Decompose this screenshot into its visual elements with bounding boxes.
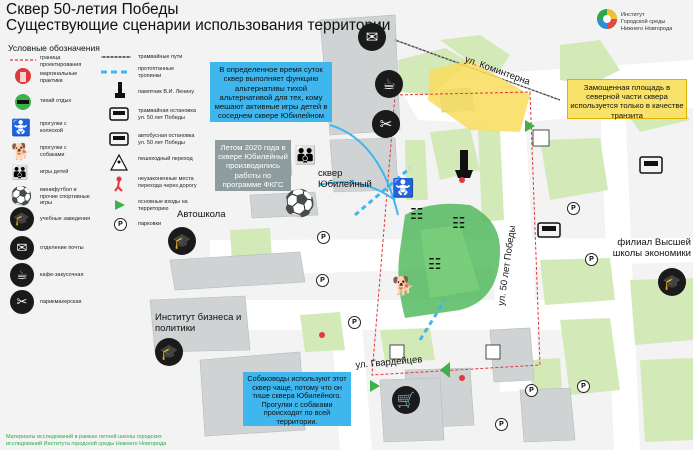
legend-label-cafe: кафе-закусочная xyxy=(40,272,84,278)
parking-icon: P xyxy=(114,218,127,231)
kids-icon: 👪 xyxy=(11,164,29,180)
place-label-autoschool: Автошкола xyxy=(177,209,226,220)
parking-marker: P xyxy=(495,418,508,431)
stroller-icon: 🚼 xyxy=(11,120,31,137)
paved-plaza-zone xyxy=(428,60,530,132)
parking-marker: P xyxy=(317,231,330,244)
callout-quiet-alternative: В определенное время суток сквер выполня… xyxy=(210,62,332,122)
map-tram-stop-icon xyxy=(639,156,663,174)
place-label-hse: филиал Высшей школы экономики xyxy=(612,237,691,259)
logo-icon xyxy=(597,9,617,29)
callout-fkgs-works: Летом 2020 года в сквере Юбилейный произ… xyxy=(215,140,291,191)
legend-label-dogs: прогулки с собаками xyxy=(40,145,67,158)
parking-marker: P xyxy=(567,202,580,215)
tram-track-line-icon xyxy=(101,56,131,58)
map-kids-icon: 👪 xyxy=(294,145,317,165)
legend-label-post: отделение почты xyxy=(40,245,84,251)
map-stroller-icon: 🚼 xyxy=(392,178,415,198)
legend-label-tram-stop: трамвайная остановка ул. 50 лет Победы xyxy=(138,108,196,121)
legend-label-schools: учебные заведения xyxy=(40,216,91,222)
legend-label-bus-stop: автобусная остановка ул. 50 лет Победы xyxy=(138,133,195,146)
map-shop-icon: 🛒 xyxy=(392,386,420,414)
parking-marker: P xyxy=(348,316,361,329)
illegal-crossing-icons xyxy=(319,177,465,381)
legend-label-sports: минифутбол и прочие спортивные игры xyxy=(40,187,90,206)
map-cafe-icon: ☕ xyxy=(375,70,403,98)
parking-marker: P xyxy=(585,253,598,266)
place-label-yubileyny: сквер Юбилейный xyxy=(318,168,372,190)
parking-marker: P xyxy=(577,380,590,393)
map-bench-icon-1: ☷ xyxy=(410,206,424,223)
logo-text: Институт Городской среды Нижнего Новгоро… xyxy=(621,12,672,33)
walker-red-icon xyxy=(114,176,123,192)
legend-label-illegal-crossing: неузаконенные места перехода через дорог… xyxy=(138,176,197,189)
map-bench-icon-3: ☷ xyxy=(428,256,442,273)
vegetation-patches xyxy=(230,35,693,442)
scissors-icon: ✂ xyxy=(10,290,34,314)
blue-dashed-line-icon xyxy=(101,70,131,74)
map-post-office-icon: ✉ xyxy=(358,23,386,51)
map-soccer-ball-icon: ⚽ xyxy=(283,188,316,218)
title-line-2: Существующие сценарии использования терр… xyxy=(6,17,391,34)
map-bus-stop-icon xyxy=(537,222,561,238)
footer-note: Материалы исследований в рамках летней ш… xyxy=(6,434,166,448)
logo-line-1: Институт xyxy=(621,12,645,18)
soccer-ball-icon: ⚽ xyxy=(10,186,33,206)
legend-label-boundary: граница проектирования xyxy=(40,55,82,68)
logo-line-3: Нижнего Новгорода xyxy=(621,26,673,32)
project-boundary xyxy=(371,91,541,376)
tram-icon xyxy=(109,107,129,121)
parking-marker: P xyxy=(525,384,538,397)
legend-label-paths: протоптанные тропинки xyxy=(138,66,175,79)
crosswalks xyxy=(389,129,550,360)
graduation-cap-icon: 🎓 xyxy=(10,207,34,231)
cup-icon: ☕ xyxy=(10,263,34,287)
page-title: Сквер 50-летия Победы Существующие сцена… xyxy=(6,2,390,34)
legend-label-stroller: прогулки с коляской xyxy=(40,121,67,134)
parking-marker: P xyxy=(316,274,329,287)
quiet-rest-zone-inner xyxy=(420,225,480,298)
crosswalk-icon xyxy=(110,154,128,171)
callout-arrows xyxy=(319,124,399,216)
logo-line-2: Городской среды xyxy=(621,19,666,25)
map-dog-icon: 🐕 xyxy=(392,276,415,296)
monument-icon xyxy=(115,82,125,98)
map-institute-icon: 🎓 xyxy=(155,338,183,366)
map-hse-icon: 🎓 xyxy=(658,268,686,296)
green-triangle-icon xyxy=(115,200,125,210)
legend-label-quiet-rest: тихий отдых xyxy=(40,98,72,104)
legend-label-tram-track: трамвайные пути xyxy=(138,54,183,60)
footer-line-2: исследований Института городской среды Н… xyxy=(6,441,167,447)
footer-line-1: Материалы исследований в рамках летней ш… xyxy=(6,434,162,440)
legend-title: Условные обозначения xyxy=(8,43,100,53)
callout-dog-walkers: Собаководы используют этот сквер чаще, п… xyxy=(243,372,351,426)
green-pin-icon xyxy=(15,94,31,110)
red-pin-icon xyxy=(15,68,31,84)
map-bench-icon-2: ☷ xyxy=(452,215,466,232)
callout-paved-plaza: Замощенная площадь в северной части скве… xyxy=(567,79,687,120)
legend-label-parking: парковки xyxy=(138,221,162,227)
lenin-monument-icon xyxy=(455,150,473,178)
legend-label-monument: памятник В.И. Ленину xyxy=(138,89,195,95)
legend-label-marginal: маргинальные практики xyxy=(40,71,78,84)
legend-label-barber: парикмахерская xyxy=(40,299,82,305)
legend-label-crosswalk: пешеходный переход xyxy=(138,156,193,162)
bus-icon xyxy=(109,132,129,146)
main-entrances xyxy=(370,120,535,392)
map-barber-icon: ✂ xyxy=(372,110,400,138)
title-line-1: Сквер 50-летия Победы xyxy=(6,1,179,18)
envelope-icon: ✉ xyxy=(10,236,34,260)
legend-boundary-icon xyxy=(10,59,36,61)
legend-label-entrances: основные входы на территорию xyxy=(138,199,188,212)
dog-icon: 🐕 xyxy=(11,144,31,161)
place-label-institute: Институт бизнеса и политики xyxy=(155,312,242,334)
legend-label-kids: игры детей xyxy=(40,169,69,175)
map-autoschool-icon: 🎓 xyxy=(168,227,196,255)
